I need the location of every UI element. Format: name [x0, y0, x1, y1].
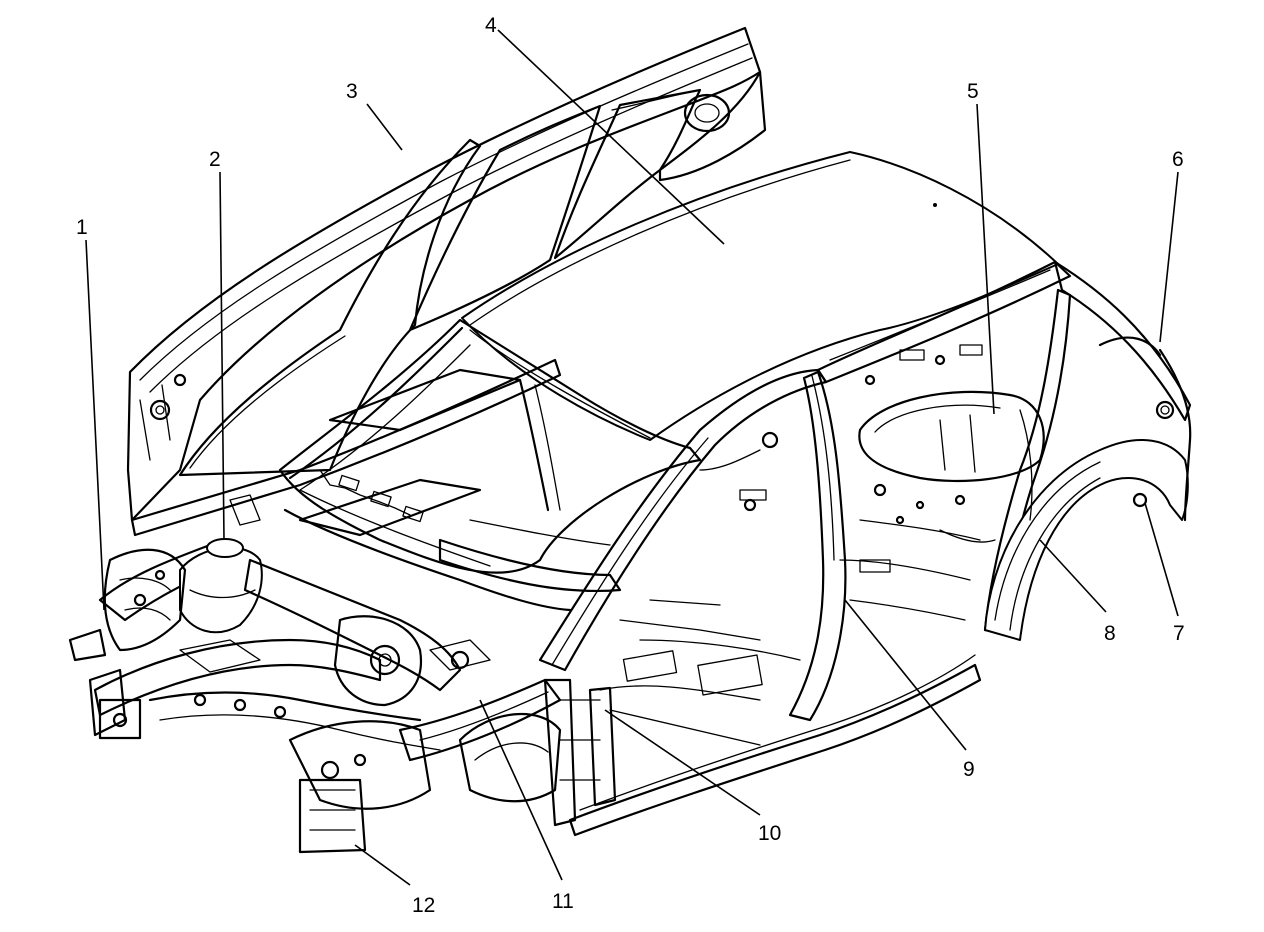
leader-11: [479, 699, 563, 881]
callout-5: 5: [967, 80, 979, 103]
leader-7: [1144, 502, 1179, 617]
callout-9: 9: [963, 758, 975, 781]
callout-6: 6: [1172, 148, 1184, 171]
leader-2: [219, 171, 225, 541]
callout-8: 8: [1104, 622, 1116, 645]
leader-9: [844, 599, 967, 751]
leader-4: [497, 29, 725, 245]
front-structure: [68, 494, 617, 854]
side-rail-roof-outer: [126, 26, 767, 537]
callout-labels: 1 2 3 4 5 6 7 8 9 10 11 12: [76, 14, 1185, 917]
roof-panel: [461, 151, 1059, 441]
leader-5: [976, 103, 995, 415]
callout-2: 2: [209, 148, 221, 171]
body-shell: [278, 260, 1192, 837]
leader-12: [354, 844, 411, 886]
callout-7: 7: [1173, 622, 1185, 645]
callout-12: 12: [412, 894, 435, 917]
leader-1: [85, 239, 105, 611]
leader-8: [1039, 539, 1107, 613]
leader-6: [1159, 171, 1179, 343]
leader-3: [366, 103, 403, 151]
callout-leaders: [85, 29, 1179, 886]
callout-10: 10: [758, 822, 781, 845]
leader-10: [604, 709, 761, 816]
callout-4: 4: [485, 14, 497, 37]
callout-11: 11: [552, 890, 574, 913]
callout-1: 1: [76, 216, 88, 239]
callout-3: 3: [346, 80, 358, 103]
